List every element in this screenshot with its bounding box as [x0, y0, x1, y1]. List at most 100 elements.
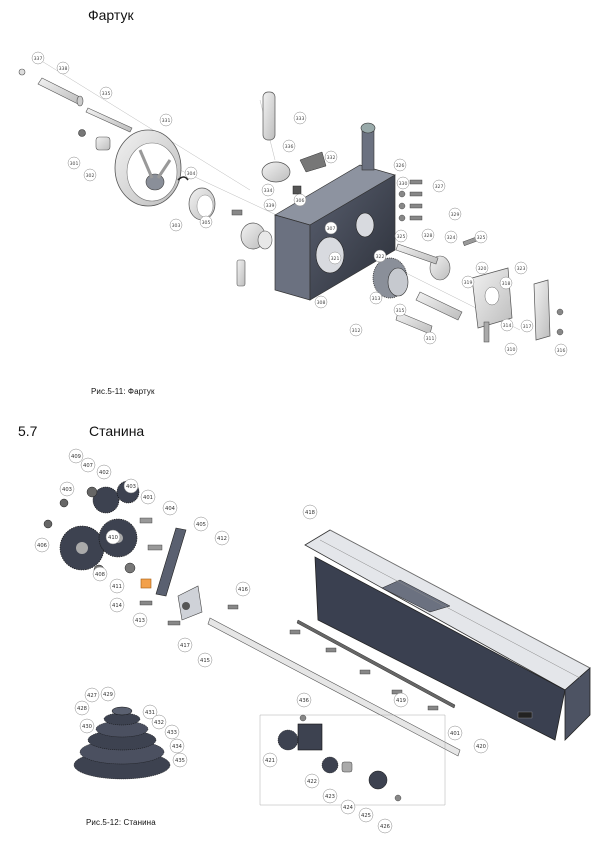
callout-bubble [504, 342, 518, 356]
callout-bubble [328, 251, 342, 265]
bushing [95, 136, 111, 151]
callout-number: 432 [154, 720, 164, 726]
quadrant-arm [140, 527, 203, 621]
callout-number: 430 [82, 724, 92, 730]
callout-number: 332 [327, 155, 336, 161]
callout-number: 401 [450, 731, 460, 737]
callout-bubble [444, 230, 458, 244]
callout-number: 321 [331, 256, 340, 262]
callout-number: 308 [317, 300, 326, 306]
callout-bubble [282, 139, 296, 153]
callout-bubble [554, 343, 568, 357]
callout-bubble [164, 724, 180, 740]
spring-clip [177, 176, 189, 181]
callout-bubble [109, 578, 125, 594]
gib-strip [533, 279, 551, 341]
lathe-bed [304, 529, 591, 741]
callout-bubble [99, 86, 113, 100]
callout-number: 310 [507, 347, 516, 353]
callout-number: 324 [447, 235, 456, 241]
callout-number: 322 [376, 254, 385, 260]
callout-bubble [109, 597, 125, 613]
callout-number: 418 [305, 510, 315, 516]
gearbox-subassembly [259, 714, 446, 806]
callout-number: 406 [37, 543, 47, 549]
callout-number: 417 [180, 643, 190, 649]
bed-screws [139, 600, 439, 711]
screw-right-2 [556, 328, 564, 336]
callout-number: 421 [265, 758, 275, 764]
section-title-apron: Фартук [88, 7, 134, 23]
callout-bubble [393, 303, 407, 317]
apron-exploded-diagram: 3373383353313333363323343393263273303293… [18, 51, 568, 357]
callout-number: 435 [175, 758, 185, 764]
callout-number: 423 [325, 794, 335, 800]
callout-bubble [293, 193, 307, 207]
callout-bubble [132, 612, 148, 628]
callout-bubble [423, 331, 437, 345]
callout-bubble [67, 156, 81, 170]
callout-number: 409 [71, 454, 81, 460]
orange-bushing [140, 578, 152, 589]
callout-number: 315 [396, 308, 405, 314]
callout-number: 307 [327, 226, 336, 232]
callout-bubble [34, 537, 50, 553]
callout-bubble [393, 692, 409, 708]
nut [78, 129, 86, 137]
callout-bubble [159, 113, 173, 127]
callout-bubble [369, 291, 383, 305]
callout-bubble [151, 714, 167, 730]
callout-bubble [162, 500, 178, 516]
callout-number: 434 [172, 744, 183, 750]
callout-bubbles-bed: 4094074024034034014044054124064104084114… [34, 448, 489, 834]
callout-bubble [432, 179, 446, 193]
callout-number: 405 [196, 522, 206, 528]
section-title-bed: Станина [89, 423, 145, 439]
callout-bubble [447, 725, 463, 741]
callout-number: 402 [99, 470, 109, 476]
callout-number: 404 [165, 506, 176, 512]
callout-bubble [169, 218, 183, 232]
callout-bubble [499, 276, 513, 290]
worm-shaft [415, 291, 463, 321]
callout-number: 407 [83, 463, 93, 469]
screw [18, 68, 26, 76]
callout-bubble [448, 207, 462, 221]
screw-shaft [85, 107, 133, 133]
callout-number: 303 [172, 223, 181, 229]
callout-number: 319 [464, 280, 473, 286]
gear-shaft [395, 243, 439, 265]
callout-number: 306 [296, 198, 305, 204]
callout-bubble [31, 51, 45, 65]
callout-number: 425 [361, 813, 371, 819]
callout-number: 334 [264, 188, 273, 194]
callout-bubble [123, 478, 139, 494]
callout-bubble [199, 215, 213, 229]
callout-number: 314 [503, 323, 512, 329]
callout-bubble [80, 457, 96, 473]
small-screw [231, 209, 243, 216]
callout-bubble [105, 529, 121, 545]
callout-number: 431 [145, 710, 155, 716]
callout-number: 326 [396, 163, 405, 169]
pinion-bushing [240, 222, 273, 250]
callout-number: 325 [397, 234, 406, 240]
callout-number: 408 [95, 572, 105, 578]
callout-bubble [68, 448, 84, 464]
callout-number: 410 [108, 535, 118, 541]
callout-number: 316 [557, 348, 566, 354]
callout-bubble [394, 229, 408, 243]
callout-bubble [83, 168, 97, 182]
callout-number: 301 [70, 161, 79, 167]
callout-number: 336 [285, 144, 294, 150]
callout-number: 325 [477, 235, 486, 241]
callout-number: 337 [34, 56, 43, 62]
callout-bubble [100, 686, 116, 702]
callout-number: 403 [62, 487, 72, 493]
callout-bubble [59, 481, 75, 497]
callout-number: 320 [478, 266, 487, 272]
callout-bubble [79, 718, 95, 734]
callout-bubble [84, 687, 100, 703]
callout-bubble [473, 738, 489, 754]
